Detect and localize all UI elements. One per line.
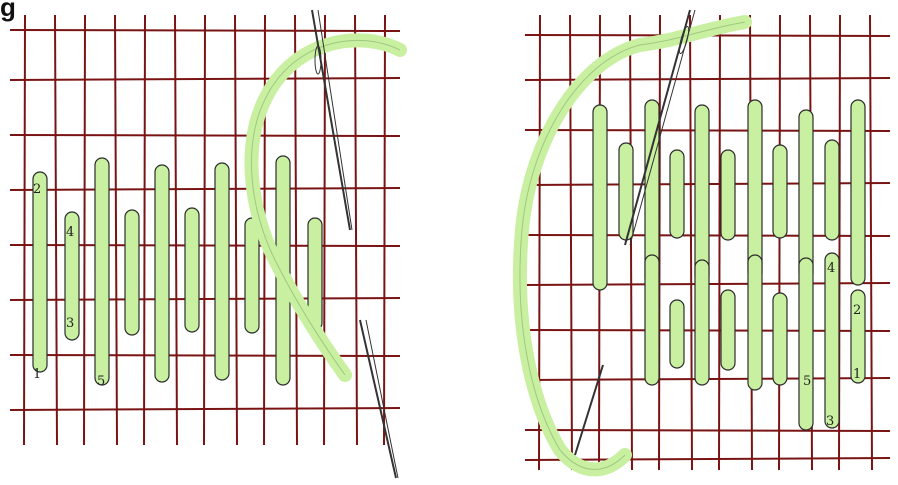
left-label-1: 1 <box>33 367 41 382</box>
right-stitch <box>721 290 735 370</box>
right-label-2: 2 <box>853 303 861 318</box>
right-stitch <box>799 258 813 430</box>
right-stitch <box>670 300 684 368</box>
right-stitch <box>851 100 865 285</box>
right-stitch <box>593 105 607 290</box>
left-grid-hline <box>10 78 400 80</box>
right-label-1: 1 <box>853 367 861 382</box>
left-stitch <box>215 163 229 380</box>
left-stitch <box>185 208 199 332</box>
right-stitch <box>670 150 684 238</box>
left-grid-hline <box>10 135 400 136</box>
left-stitch-diagram: 2 4 3 1 5 <box>10 10 400 478</box>
right-stitch-diagram: 4 2 5 1 3 <box>520 10 890 470</box>
left-grid-vline <box>384 15 385 445</box>
right-grid-hline <box>525 430 890 431</box>
right-label-3: 3 <box>826 414 834 429</box>
left-grid-hline <box>10 408 400 410</box>
right-grid-vline <box>870 15 872 470</box>
right-grid-vline <box>719 15 720 470</box>
right-stitch <box>695 105 709 283</box>
right-stitch <box>825 253 839 428</box>
right-stitch <box>748 255 762 390</box>
left-grid-hline <box>10 30 400 31</box>
right-stitch <box>773 145 787 238</box>
right-stitch <box>773 293 787 385</box>
right-stitch <box>825 140 839 240</box>
right-label-4: 4 <box>827 261 835 276</box>
left-label-5: 5 <box>97 374 105 389</box>
right-grid-vline <box>779 15 780 470</box>
left-label-2: 2 <box>33 182 41 197</box>
left-label-4: 4 <box>66 225 74 240</box>
left-stitch <box>125 210 139 335</box>
right-stitch <box>645 255 659 385</box>
left-grid-hline <box>10 355 400 356</box>
left-grid-vline <box>355 15 357 445</box>
right-stitches <box>593 100 865 430</box>
right-grid-vline <box>690 15 692 470</box>
left-stitch <box>155 165 169 382</box>
right-stitch <box>748 100 762 280</box>
right-label-5: 5 <box>803 374 811 389</box>
right-grid-vline <box>570 15 572 470</box>
right-stitch <box>695 260 709 385</box>
left-needle-bottom <box>360 320 398 478</box>
left-label-3: 3 <box>66 316 74 331</box>
left-stitch <box>95 158 109 385</box>
right-stitch <box>799 110 813 280</box>
left-stitch <box>245 218 259 333</box>
right-stitch <box>721 150 735 240</box>
left-stitch <box>33 172 47 372</box>
left-grid-hline <box>10 188 400 190</box>
